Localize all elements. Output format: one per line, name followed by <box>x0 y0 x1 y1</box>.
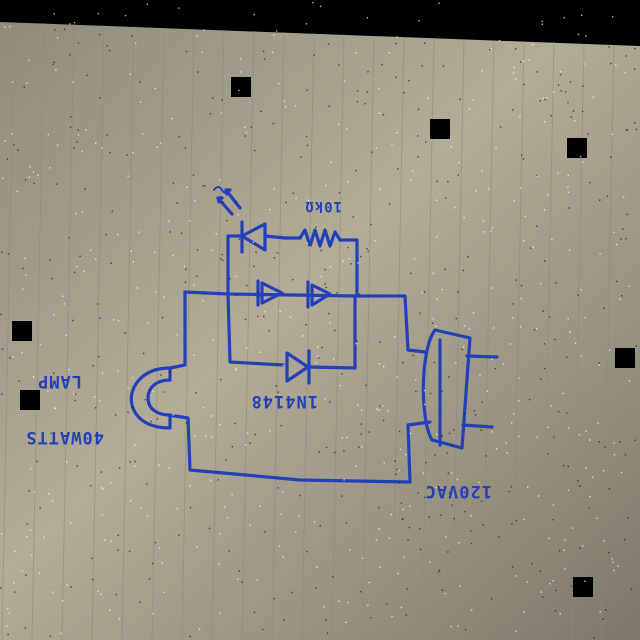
wire-top-bus <box>183 290 427 354</box>
rule-lines <box>1 21 615 640</box>
fiducial-markers <box>12 77 635 597</box>
wire-lower-branch <box>226 292 285 367</box>
marker-square <box>231 77 251 97</box>
paper-sheet <box>0 22 640 640</box>
wattage-label: 40WATTS <box>25 427 104 447</box>
diode-label: 1N4148 <box>251 391 318 411</box>
marker-square <box>573 577 593 597</box>
resistor-symbol <box>298 228 342 248</box>
marker-square <box>615 348 635 368</box>
wire-lower-right <box>308 294 357 370</box>
diode-symbol-lower <box>285 349 311 385</box>
diode-symbol-upper-right <box>306 280 332 309</box>
lamp-symbol <box>129 366 172 430</box>
led-emission-arrows <box>216 188 242 216</box>
marker-square <box>12 321 32 341</box>
ac-plug-symbol <box>421 328 499 450</box>
plug-prong-bottom <box>461 423 494 429</box>
wire-resistor-right <box>338 238 359 298</box>
wire-bottom-return <box>166 413 432 484</box>
lamp-label: LAMP <box>37 371 82 391</box>
source-label: 120VAC <box>425 481 492 501</box>
plug-prong-top <box>465 354 499 359</box>
marker-square <box>430 119 450 139</box>
circuit-sketch: LAMP 40WATTS 1N4148 10kΩ 120VAC <box>25 186 499 501</box>
resistor-label: 10kΩ <box>304 198 342 214</box>
marker-square <box>567 138 587 158</box>
marker-square <box>20 390 40 410</box>
wire-led-branch <box>226 234 242 296</box>
wire-left-top <box>168 290 187 370</box>
